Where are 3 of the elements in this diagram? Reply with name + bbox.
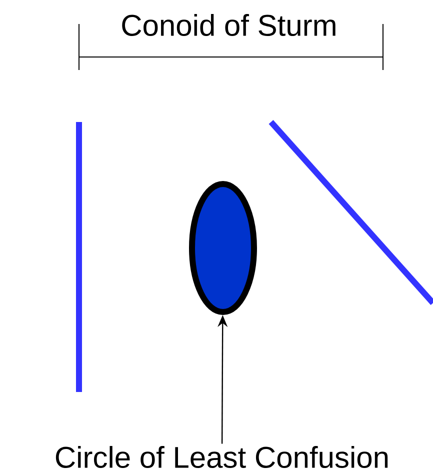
caption-text: Circle of Least Confusion: [56, 446, 388, 468]
dimension-label: Conoid of Sturm: [118, 12, 340, 38]
ellipse-spot: [189, 181, 257, 315]
